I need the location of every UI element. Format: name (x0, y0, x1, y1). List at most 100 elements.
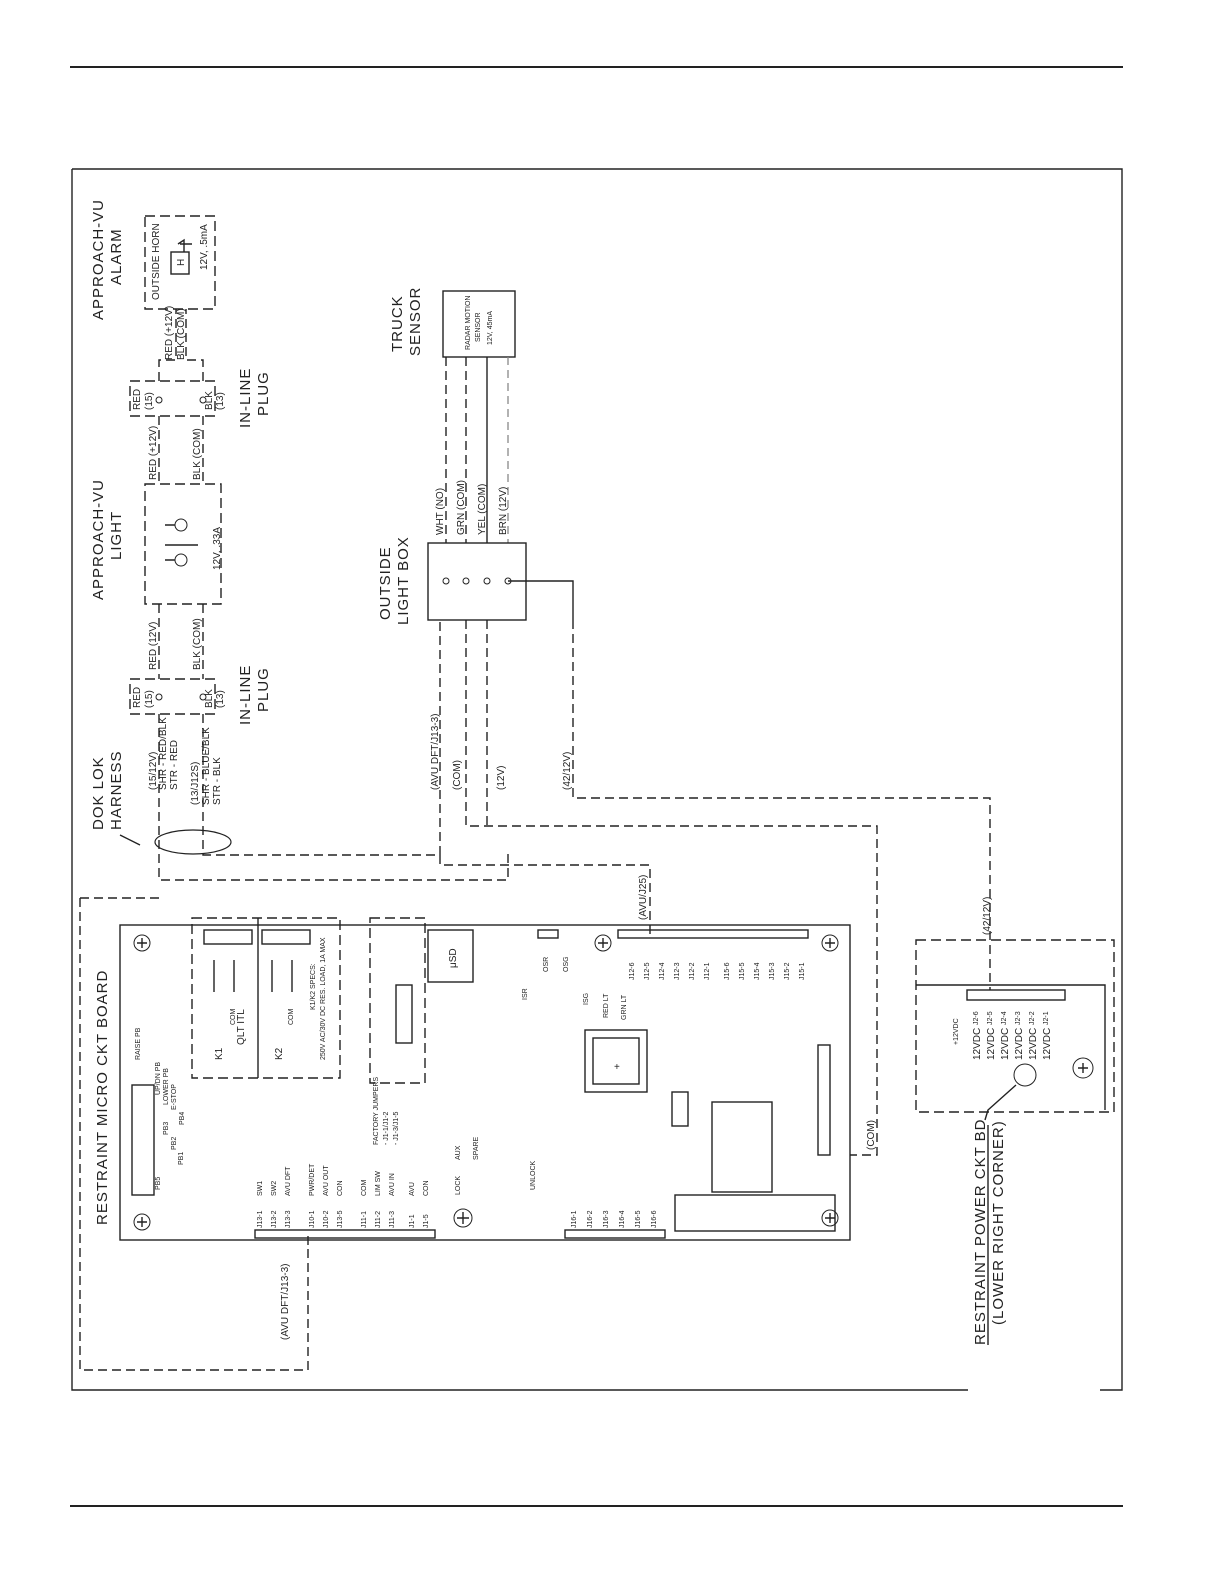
left-terminal-strip (254, 1229, 436, 1239)
horn-rating: 12V, .5mA (199, 224, 210, 270)
dip-switch (395, 984, 413, 1044)
svg-text:RAISE PB: RAISE PB (135, 1027, 142, 1060)
plug-left-pin-b: BLK (204, 689, 215, 708)
alarm-title: APPROACH-VU (90, 199, 107, 320)
harness-subtitle: HARNESS (108, 750, 125, 830)
avu-dft-bottom-label: (AVU DFT/J13-3) (280, 1264, 291, 1341)
svg-text:OSG: OSG (563, 956, 570, 972)
power-voltage-labels: 12VDC 12VDC 12VDC 12VDC 12VDC 12VDC J2-6… (972, 1011, 1053, 1060)
led-labels: RAISE PB LOWER PB E-STOP UP/DN PB PB1 PB… (135, 956, 628, 1195)
dip-switch-area (369, 917, 426, 1084)
svg-text:UP/DN PB: UP/DN PB (155, 1062, 162, 1095)
power-title: RESTRAINT POWER CKT BD (972, 1119, 989, 1345)
sensor-rating: 12V, 45mA (487, 311, 494, 345)
power-header: +12VDC (953, 1018, 960, 1045)
light-red-right-label: RED (+12V) (148, 426, 159, 480)
processor-chip (584, 1029, 648, 1093)
horn-red-wire (158, 309, 177, 381)
svg-text:J12-5: J12-5 (644, 962, 651, 980)
k1-com: COM (230, 1009, 237, 1026)
bottom-terminal-labels: J16-1 J16-2 J16-3 J16-4 J16-5 J16-6 (571, 1210, 658, 1228)
svg-text:J16-2: J16-2 (587, 1210, 594, 1228)
svg-text:E-STOP: E-STOP (171, 1084, 178, 1110)
svg-text:J2-5: J2-5 (987, 1011, 994, 1025)
svg-text:J15-1: J15-1 (799, 962, 806, 980)
olb-subtitle: LIGHT BOX (395, 536, 412, 625)
board-dashed-enclosure (79, 898, 309, 1371)
outside-light-box: OUTSIDE LIGHT BOX (377, 536, 527, 625)
svg-text:RED LT: RED LT (603, 993, 610, 1018)
svg-text:J11-3: J11-3 (389, 1211, 396, 1228)
svg-text:J16-4: J16-4 (619, 1210, 626, 1228)
sensor-subtitle: SENSOR (407, 287, 424, 356)
horn-symbol: H (176, 259, 187, 266)
dok-lok-harness: DOK LOK HARNESS (15/12V) SHR - RED/BLK S… (90, 717, 232, 855)
relay-area (191, 917, 341, 1079)
svg-text:J15-3: J15-3 (769, 962, 776, 980)
svg-text:J16-5: J16-5 (635, 1210, 642, 1228)
power-board-mount (1072, 1057, 1094, 1079)
lamp-icon-2 (174, 553, 188, 567)
svg-text:J15-2: J15-2 (784, 962, 791, 980)
top-terminal-labels: J12-6 J12-5 J12-4 J12-3 J12-2 J12-1 J15-… (629, 962, 806, 980)
sensor-title: TRUCK (389, 295, 406, 352)
harness-title: DOK LOK (90, 756, 107, 830)
svg-text:J2-1: J2-1 (1043, 1011, 1050, 1025)
svg-text:UNLOCK: UNLOCK (530, 1160, 537, 1190)
harness-b2: SHR - BLUE/BLK (201, 727, 212, 805)
svg-text:J10-1: J10-1 (309, 1210, 316, 1228)
k2-label: K2 (274, 1047, 285, 1060)
svg-text:AVU DFT: AVU DFT (285, 1166, 292, 1196)
svg-text:J2-2: J2-2 (1029, 1011, 1036, 1025)
svg-text:J12-3: J12-3 (674, 962, 681, 980)
harness-b3: STR - BLK (212, 757, 223, 805)
jumper-2: - J1-3/J1-5 (393, 1111, 400, 1145)
harness-wire-red (158, 714, 509, 881)
display-connector (711, 1101, 773, 1193)
in-line-plug-right: RED (15) BLK (13) IN-LINE PLUG (129, 368, 272, 428)
svg-text:J2-6: J2-6 (973, 1011, 980, 1025)
plug-right-label2: PLUG (255, 371, 272, 416)
board-title: RESTRAINT MICRO CKT BOARD (94, 970, 111, 1225)
wire-com (465, 620, 878, 1156)
olb-title: OUTSIDE (377, 546, 394, 620)
power-leader (984, 1084, 1017, 1121)
harness-wire-blk (202, 620, 441, 856)
olb-out-wire (508, 580, 574, 620)
svg-text:GRN LT: GRN LT (621, 994, 628, 1020)
horn-blk-wire (185, 309, 204, 381)
v42-right-label: (42/12V) (982, 897, 993, 935)
svg-text:J2-4: J2-4 (1001, 1011, 1008, 1025)
top-rule (70, 66, 1123, 68)
svg-text:12VDC: 12VDC (1042, 1028, 1053, 1060)
processor-die (592, 1037, 640, 1085)
svg-text:J16-1: J16-1 (571, 1210, 578, 1228)
svg-text:AUX: AUX (455, 1145, 462, 1160)
power-terminal-strip (966, 989, 1066, 1001)
plug-right-pin-a-num: (15) (144, 392, 155, 410)
sensor-yel-label: YEL (COM) (477, 484, 488, 535)
alarm-subtitle: ALARM (108, 228, 125, 285)
osr-osg-terminal (537, 929, 559, 939)
svg-text:LOWER PB: LOWER PB (163, 1068, 170, 1105)
svg-text:J12-6: J12-6 (629, 962, 636, 980)
mounting-holes (133, 934, 839, 1231)
power-board-hole (1013, 1063, 1037, 1087)
svg-text:ISR: ISR (522, 988, 529, 1000)
light-box (144, 483, 222, 605)
svg-text:J15-6: J15-6 (724, 962, 731, 980)
com-label: (COM) (452, 760, 463, 790)
bottom-terminal-strip (564, 1229, 666, 1239)
plug-right-pin-a: RED (132, 389, 143, 410)
plug-left-label1: IN-LINE (237, 665, 254, 725)
lamp-wiring (165, 524, 198, 561)
harness-leader (119, 834, 141, 846)
wire-avu-j25 (439, 855, 651, 935)
power-subtitle: (LOWER RIGHT CORNER) (990, 1120, 1007, 1325)
svg-text:AVU IN: AVU IN (389, 1173, 396, 1196)
sensor-box (442, 290, 516, 358)
svg-text:J12-1: J12-1 (704, 962, 711, 980)
sensor-wht-label: WHT (NO) (435, 488, 446, 535)
plug-left-pin-b-num: (13) (215, 690, 226, 708)
